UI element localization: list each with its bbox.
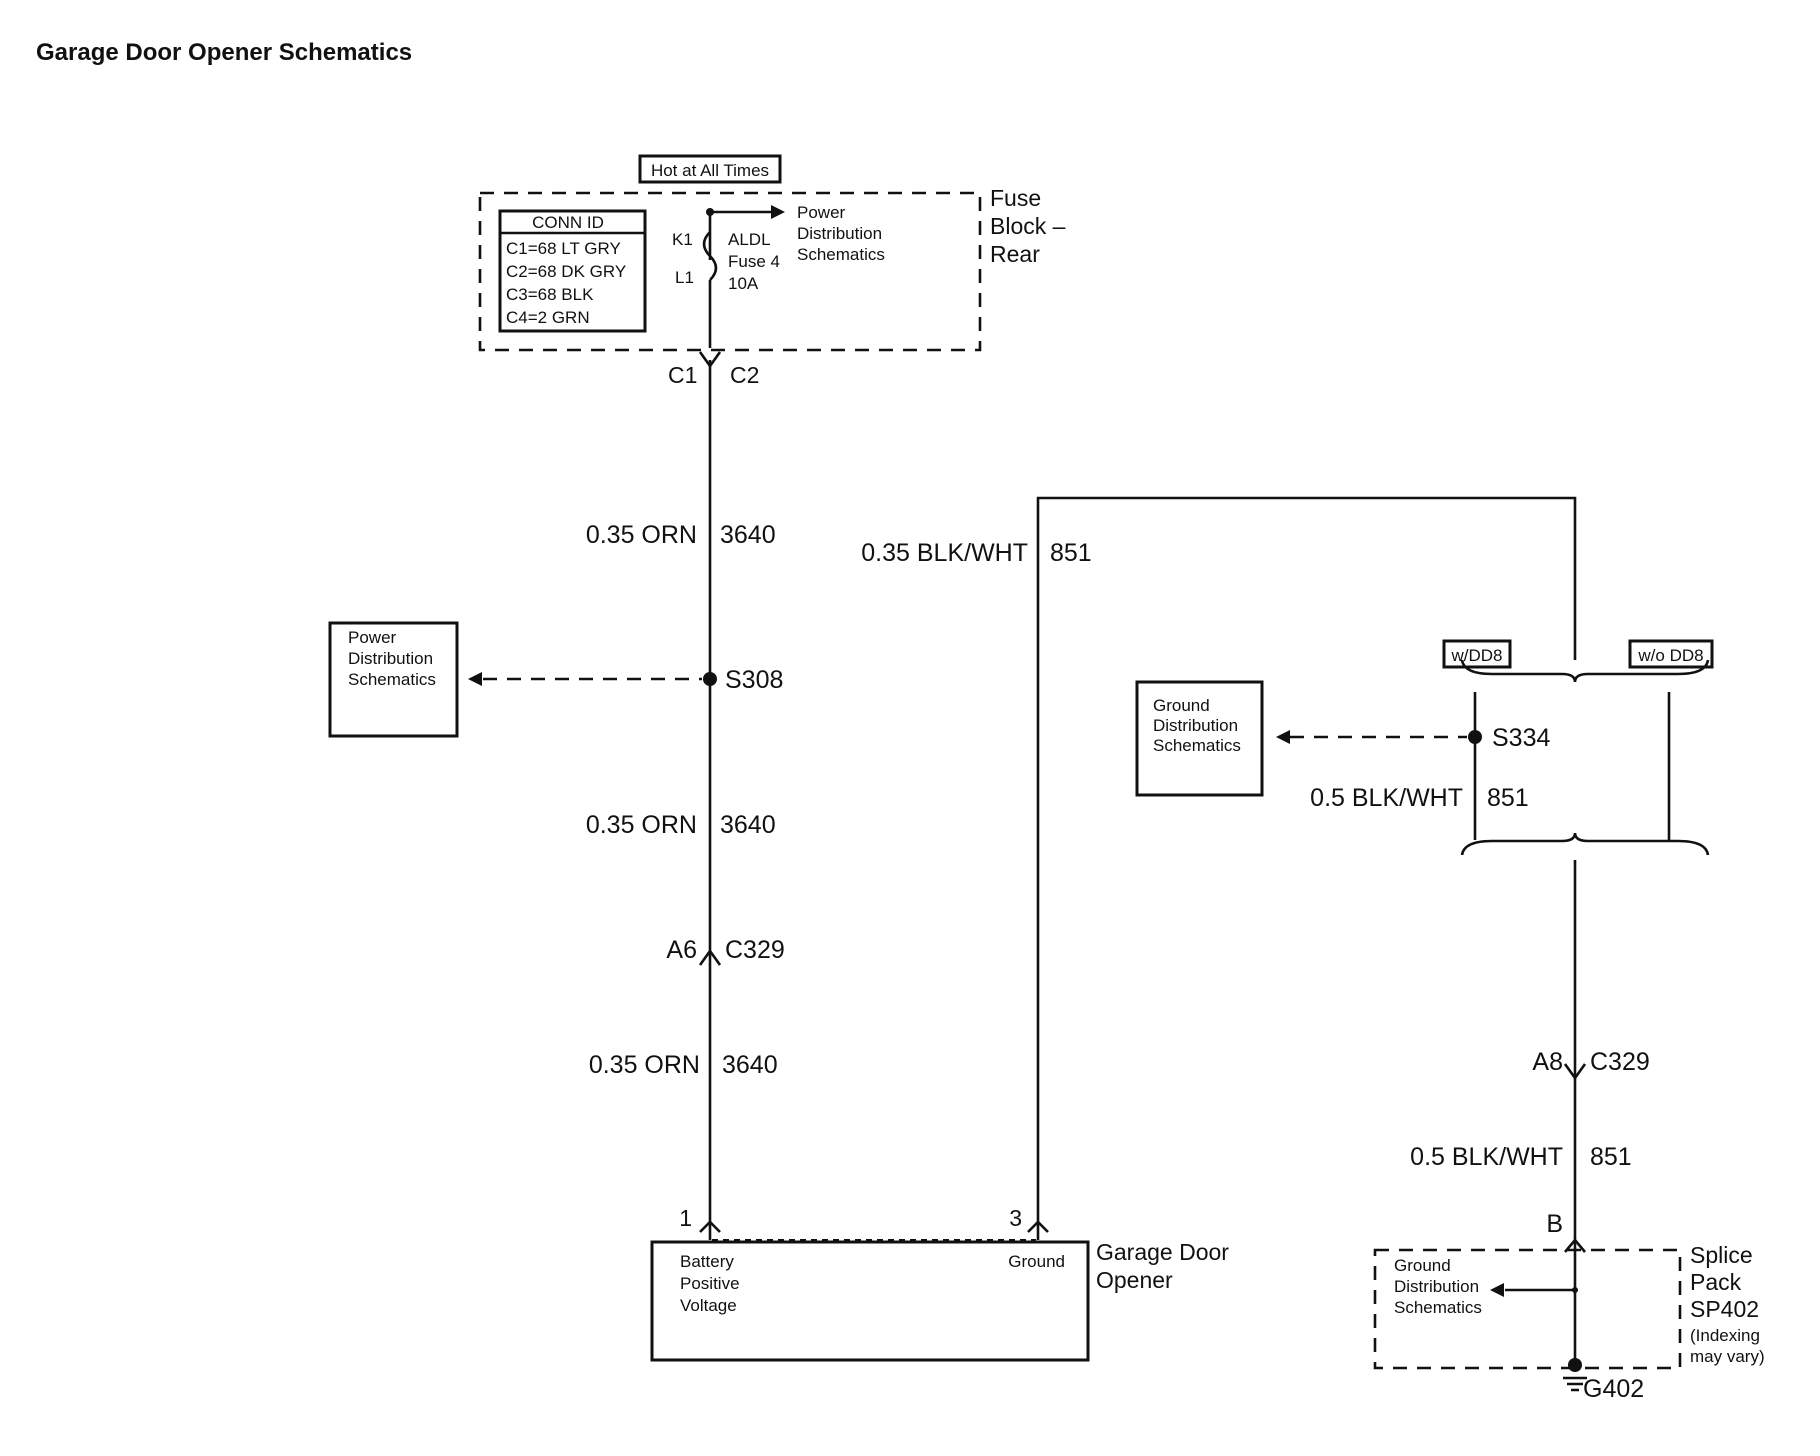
- g402-ground-dot: [1568, 1358, 1582, 1372]
- conn-c1: C1=68 LT GRY: [506, 239, 621, 258]
- pd-label-1: Power: [797, 203, 846, 222]
- aldl-label: ALDL: [728, 230, 771, 249]
- blk-wht-label: 0.35 BLK/WHT: [861, 539, 1028, 567]
- fuse-block-2: Block –: [990, 213, 1066, 239]
- gd-box-2: Distribution: [1153, 716, 1238, 735]
- c329-label-2: C329: [1590, 1048, 1650, 1076]
- pin-1-label: 1: [679, 1205, 692, 1231]
- pd-label-3: Schematics: [797, 245, 885, 264]
- wdd8-box: [1442, 639, 1512, 669]
- gdo-label-1: Battery: [680, 1252, 734, 1271]
- ground-dist-box: [1135, 680, 1264, 797]
- conn-id-head: CONN ID: [532, 213, 604, 232]
- wodd8-label: w/o DD8: [1637, 646, 1703, 665]
- orn-label-3: 0.35 ORN: [589, 1051, 700, 1079]
- k1-label: K1: [672, 230, 693, 249]
- c2-label: C2: [730, 362, 759, 388]
- pin-3-label: 3: [1009, 1205, 1022, 1231]
- arrow-head-icon: [771, 205, 785, 219]
- sp-label-2: Pack: [1690, 1269, 1742, 1295]
- gdo-ground-label: Ground: [1008, 1252, 1065, 1271]
- pd-box-2: Distribution: [348, 649, 433, 668]
- wdd8-label: w/DD8: [1450, 646, 1502, 665]
- splice-s308-dot: [703, 672, 717, 686]
- fuse-block-3: Rear: [990, 241, 1040, 267]
- sp-gd-3: Schematics: [1394, 1298, 1482, 1317]
- option-brace-bottom: [1460, 832, 1710, 856]
- fuse-block-1: Fuse: [990, 185, 1041, 211]
- arrow-left-icon: [468, 672, 482, 686]
- circuit-851-1: 851: [1050, 539, 1092, 567]
- conn-id-box: [498, 209, 647, 333]
- gdo-name-1: Garage Door: [1096, 1239, 1229, 1265]
- pin-b-label: B: [1546, 1210, 1563, 1238]
- pd-label-2: Distribution: [797, 224, 882, 243]
- c1-label: C1: [668, 362, 697, 388]
- garage-door-opener-box: [650, 1240, 1090, 1362]
- arrow-left-icon-3: [1490, 1283, 1504, 1297]
- pd-box-3: Schematics: [348, 670, 436, 689]
- s334-label: S334: [1492, 724, 1550, 752]
- c329-label-1: C329: [725, 936, 785, 964]
- s308-label: S308: [725, 666, 783, 694]
- gdo-label-3: Voltage: [680, 1296, 737, 1315]
- circuit-851-2: 851: [1487, 784, 1529, 812]
- conn-c4: C4=2 GRN: [506, 308, 590, 327]
- blk-wht-05-label-1: 0.5 BLK/WHT: [1310, 784, 1463, 812]
- gdo-label-2: Positive: [680, 1274, 740, 1293]
- orn-label-1: 0.35 ORN: [586, 521, 697, 549]
- connector-b-icon: [1564, 1237, 1586, 1253]
- sp-junction: [1572, 1287, 1578, 1293]
- gd-box-3: Schematics: [1153, 736, 1241, 755]
- wodd8-box: [1628, 639, 1714, 669]
- orn-label-2: 0.35 ORN: [586, 811, 697, 839]
- ground-icon: [1563, 1376, 1587, 1392]
- circuit-3640-2: 3640: [720, 811, 776, 839]
- splice-pack-outline: [1373, 1248, 1682, 1370]
- connector-c329-a8-icon: [1563, 1063, 1587, 1081]
- pd-box-1: Power: [348, 628, 397, 647]
- hot-label: Hot at All Times: [651, 161, 769, 180]
- fuse4-label: Fuse 4: [728, 252, 780, 271]
- conn-c3: C3=68 BLK: [506, 285, 594, 304]
- l1-label: L1: [675, 268, 694, 287]
- hot-box: [638, 154, 782, 184]
- option-brace-top: [1460, 659, 1710, 683]
- gd-box-1: Ground: [1153, 696, 1210, 715]
- a8-label: A8: [1532, 1048, 1563, 1076]
- circuit-851-3: 851: [1590, 1143, 1632, 1171]
- page-title: Garage Door Opener Schematics: [36, 39, 412, 66]
- sp-label-5: may vary): [1690, 1347, 1765, 1366]
- splice-s334-dot: [1468, 730, 1482, 744]
- pin-connectors-icon: [699, 1220, 1049, 1233]
- arrow-left-icon-2: [1276, 730, 1290, 744]
- circuit-3640-3: 3640: [722, 1051, 778, 1079]
- fuse-block-outline: [478, 191, 982, 352]
- circuit-3640-1: 3640: [720, 521, 776, 549]
- fuse-amp: 10A: [728, 274, 759, 293]
- g402-label: G402: [1583, 1375, 1644, 1403]
- power-dist-box: [328, 621, 459, 738]
- sp-label-4: (Indexing: [1690, 1326, 1760, 1345]
- fuse-icon: [702, 231, 718, 281]
- sp-label-1: Splice: [1690, 1242, 1753, 1268]
- a6-label: A6: [666, 936, 697, 964]
- connector-c329-a6-icon: [698, 948, 722, 966]
- gdo-name-2: Opener: [1096, 1267, 1173, 1293]
- blk-wht-05-label-2: 0.5 BLK/WHT: [1410, 1143, 1563, 1171]
- junction-dot: [706, 208, 714, 216]
- sp-gd-1: Ground: [1394, 1256, 1451, 1275]
- sp-gd-2: Distribution: [1394, 1277, 1479, 1296]
- conn-c2: C2=68 DK GRY: [506, 262, 626, 281]
- sp-label-3: SP402: [1690, 1296, 1759, 1322]
- blk-wht-wire: [1036, 496, 1577, 1240]
